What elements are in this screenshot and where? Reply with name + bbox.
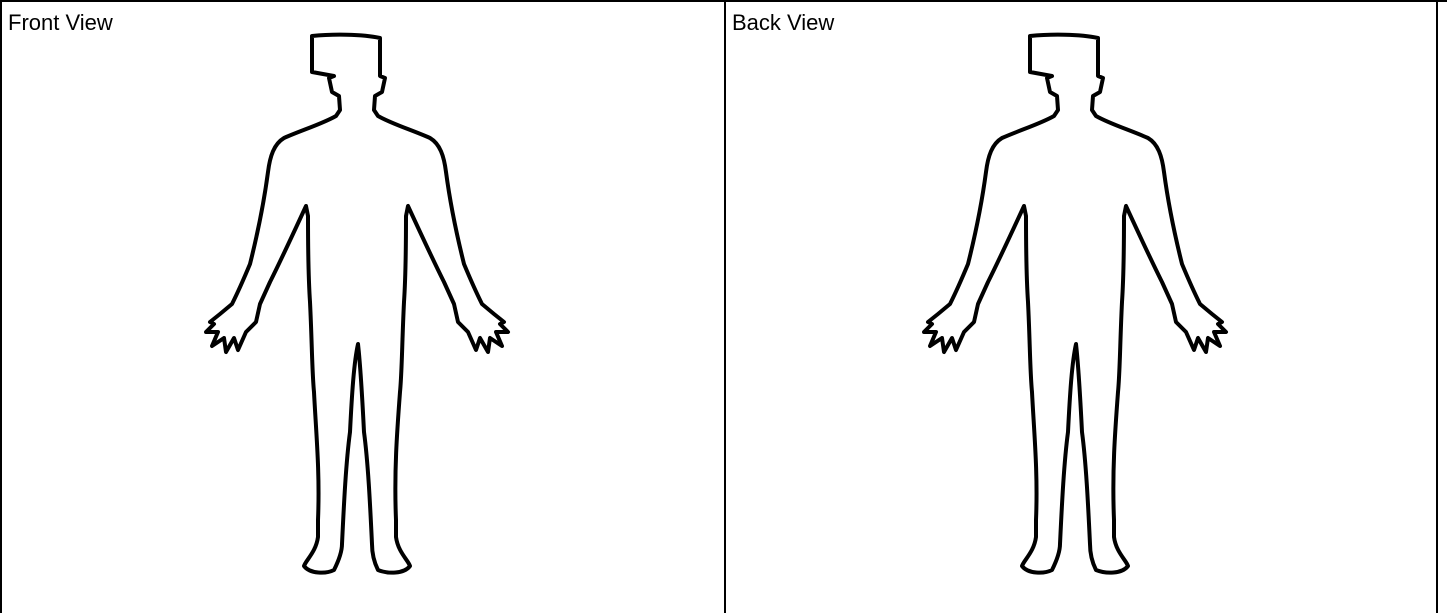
- back-view-label: Back View: [732, 12, 834, 34]
- front-view-label: Front View: [8, 12, 113, 34]
- front-view-cell: Front View: [2, 2, 724, 613]
- body-outline-front-icon: [182, 32, 512, 582]
- back-view-cell: Back View: [726, 2, 1436, 613]
- body-outline-back-icon: [900, 32, 1230, 582]
- table-right-border: [1436, 0, 1438, 613]
